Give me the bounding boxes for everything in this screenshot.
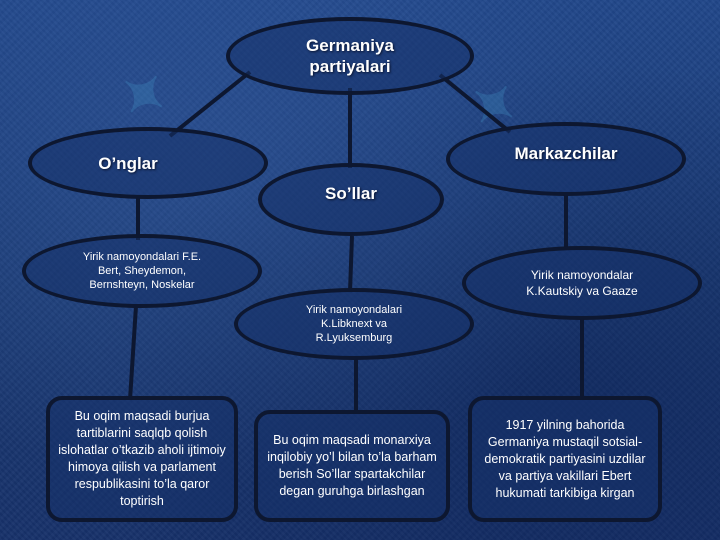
description-text: Bu oqim maqsadi burjua tartiblarini saql… <box>58 409 226 508</box>
branch-label: So’llar <box>325 184 377 203</box>
representatives-text: Yirik namoyondalari F.E. Bert, Sheydemon… <box>82 251 202 291</box>
description-sollar: Bu oqim maqsadi monarxiya inqilobiy yo’l… <box>254 410 450 522</box>
branch-label: O’nglar <box>98 153 158 173</box>
link-root-markazchilar <box>438 73 512 134</box>
representatives-onglar: Yirik namoyondalari F.E. Bert, Sheydemon… <box>22 234 262 308</box>
description-markazchilar: 1917 yilning bahorida Germaniya mustaqil… <box>468 396 662 522</box>
branch-sollar: So’llar <box>258 163 444 236</box>
description-text: 1917 yilning bahorida Germaniya mustaqil… <box>484 417 646 500</box>
representatives-markazchilar: Yirik namoyondalar K.Kautskiy va Gaaze <box>462 246 702 320</box>
root-label: Germaniya partiyalari <box>306 36 394 76</box>
branch-markazchilar: Markazchilar <box>446 122 686 196</box>
representatives-text: Yirik namoyondalar K.Kautskiy va Gaaze <box>526 268 638 298</box>
link-root-onglar <box>168 70 252 138</box>
link-onglar-desc <box>128 305 138 401</box>
description-onglar: Bu oqim maqsadi burjua tartiblarini saql… <box>46 396 238 522</box>
branch-onglar: O’nglar <box>28 127 268 199</box>
root-node: Germaniya partiyalari <box>226 17 474 95</box>
link-sollar-reps <box>348 235 354 293</box>
branch-label: Markazchilar <box>514 143 618 163</box>
representatives-text: Yirik namoyondalari K.Libknext va R.Lyuk… <box>305 304 403 344</box>
representatives-sollar: Yirik namoyondalari K.Libknext va R.Lyuk… <box>234 288 474 360</box>
description-text: Bu oqim maqsadi monarxiya inqilobiy yo’l… <box>267 433 437 498</box>
